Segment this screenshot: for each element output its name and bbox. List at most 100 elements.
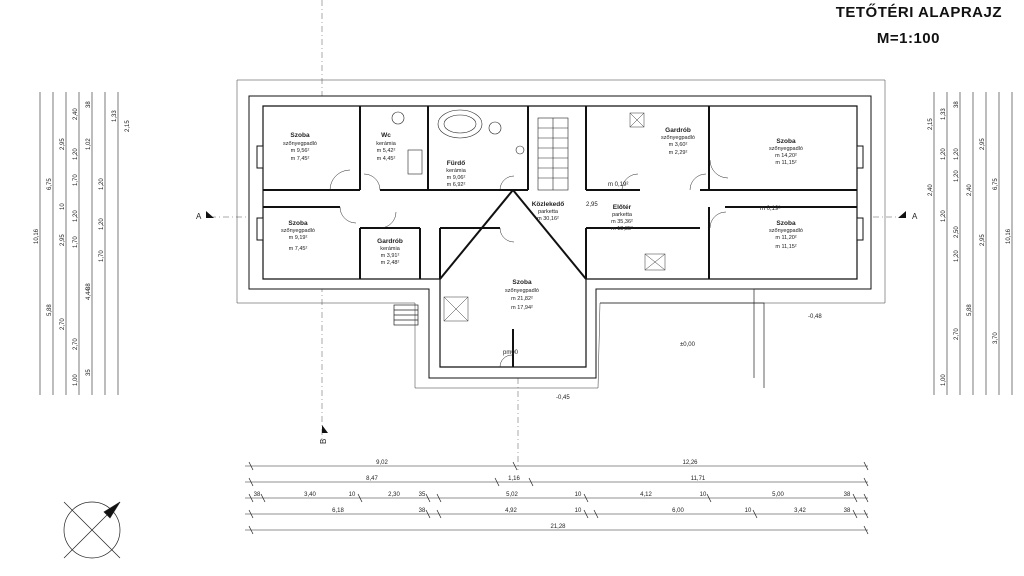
bottom-dim-texts: 9,02 12,26 8,47 1,16 11,71 38 3,40 10 2,… xyxy=(254,460,851,530)
ldim-c1-0: 10,16 xyxy=(34,228,40,244)
level-label-2: ±0,00 xyxy=(680,342,696,348)
room-floor-szoba-2: szőnyegpadló xyxy=(769,146,803,152)
rdim-c4-1: 2,95 xyxy=(980,234,986,246)
ldim-c5-0: 38 xyxy=(86,101,92,108)
room-area2-szoba-2: m 11,15² xyxy=(775,160,796,166)
dim-r3-3: 2,30 xyxy=(388,492,400,498)
skylights xyxy=(443,112,666,322)
room-area2-szoba-3: m 7,45² xyxy=(289,246,308,252)
dim-r3-1: 3,40 xyxy=(304,492,316,498)
room-area2-wc: m 4,45² xyxy=(377,156,396,162)
small-area-1: m 0,19² xyxy=(608,182,628,188)
rdim-c4-2: 3,70 xyxy=(993,332,999,344)
ldim-c3-1: 10 xyxy=(60,203,66,210)
level-label-3: -0,45 xyxy=(556,395,570,401)
dim-r1-0: 9,02 xyxy=(376,460,388,466)
room-area-kozlekedo: m 30,16² xyxy=(537,216,559,222)
ldim-c3-0: 2,95 xyxy=(60,138,66,150)
dim-r3-4: 35 xyxy=(419,492,426,498)
room-area-furdo: m 9,06² xyxy=(447,175,466,181)
room-floor-eloter: parketta xyxy=(612,212,633,218)
pm-label: pm00 xyxy=(503,350,519,356)
ldim-c4-6: 2,70 xyxy=(73,338,79,350)
windows xyxy=(256,145,864,241)
roof-outline xyxy=(236,79,886,389)
interior-walls xyxy=(263,106,857,367)
section-a-right: A xyxy=(912,212,918,221)
door-swings xyxy=(329,159,729,368)
rdim-c5-1: 5,88 xyxy=(967,304,973,316)
bottom-dimensions xyxy=(245,465,868,531)
room-floor-gardrob-2: kerámia xyxy=(380,246,401,252)
room-area2-szoba-1: m 7,45² xyxy=(291,156,310,162)
ldim-c5-3: 1,20 xyxy=(99,218,105,230)
room-name-szoba-3: Szoba xyxy=(288,220,308,227)
rdim-c6-0: 10,16 xyxy=(1006,228,1012,244)
terrace xyxy=(393,288,765,388)
ldim-c4-2: 1,70 xyxy=(73,174,79,186)
dim-r3-2: 10 xyxy=(349,492,356,498)
ldim-c5-6: 35 xyxy=(86,369,92,376)
room-name-eloter: Előtér xyxy=(613,204,632,211)
dim-r2-0: 8,47 xyxy=(366,476,378,482)
room-area2-szoba-5: m 17,94² xyxy=(511,305,533,311)
room-name-wc: Wc xyxy=(381,132,391,139)
room-name-gardrob-2: Gardrób xyxy=(377,238,403,245)
rdim-c5-0: 6,75 xyxy=(993,178,999,190)
drawing-scale: M=1:100 xyxy=(876,30,940,47)
dim-r3-9: 5,00 xyxy=(772,492,784,498)
right-dim-texts: 2,15 1,33 38 1,20 1,20 1,20 2,50 1,00 2,… xyxy=(928,101,1012,386)
room-area2-gardrob-2: m 2,48² xyxy=(381,260,400,266)
rdim-c2-3: 1,20 xyxy=(954,170,960,182)
north-arrow xyxy=(63,501,121,559)
room-area2-szoba-4: m 11,15² xyxy=(775,244,796,250)
section-markers: A A B xyxy=(196,211,918,444)
room-name-szoba-5: Szoba xyxy=(512,279,532,286)
left-dimensions xyxy=(39,92,119,395)
room-area-wc: m 5,42² xyxy=(377,148,396,154)
bath-fixtures xyxy=(391,109,525,175)
dim-r5-0: 21,28 xyxy=(550,524,566,530)
room-area2-furdo: m 6,92² xyxy=(447,182,466,188)
room-floor-szoba-3: szőnyegpadló xyxy=(281,228,315,234)
rdim-c2-0: 38 xyxy=(954,101,960,108)
dim-r4-5: 10 xyxy=(745,508,752,514)
ldim-c4-7: 1,00 xyxy=(73,374,79,386)
ldim-c6-1: 2,15 xyxy=(125,120,131,132)
bottom-dim-ticks xyxy=(248,461,869,535)
dim-r2-2: 11,71 xyxy=(691,476,706,482)
ldim-c5-2: 1,20 xyxy=(99,178,105,190)
rdim-c3-0: 2,40 xyxy=(928,184,934,196)
room-area2-gardrob-1: m 2,29² xyxy=(669,150,688,156)
room-area2-eloter: m 13,85² xyxy=(611,226,633,232)
dim-r3-6: 10 xyxy=(575,492,582,498)
misc-annotations: 2,95 ±0,00 -0,45 -0,48 m 0,19² m 0,19² p… xyxy=(503,182,822,401)
dim-r3-7: 4,12 xyxy=(640,492,652,498)
dim-r4-3: 10 xyxy=(575,508,582,514)
ldim-c4-5: 4,44 xyxy=(86,288,92,300)
section-b: B xyxy=(319,439,328,444)
left-dim-texts: 10,16 6,75 5,88 2,95 10 2,95 2,70 2,40 1… xyxy=(34,101,131,386)
room-name-szoba-1: Szoba xyxy=(290,132,310,139)
room-area-szoba-5: m 21,82² xyxy=(511,296,533,302)
room-area-szoba-3: m 9,19² xyxy=(289,235,308,241)
dim-r3-5: 5,02 xyxy=(506,492,518,498)
dim-r3-10: 38 xyxy=(844,492,851,498)
staircase xyxy=(537,117,569,191)
room-floor-furdo: kerámia xyxy=(446,168,467,174)
room-floor-szoba-4: szőnyegpadló xyxy=(769,228,803,234)
room-floor-kozlekedo: parketta xyxy=(538,209,559,215)
level-label-1: 2,95 xyxy=(586,202,598,208)
ldim-c4-4: 1,70 xyxy=(73,236,79,248)
ldim-c2-1: 5,88 xyxy=(47,304,53,316)
ldim-c2-0: 6,75 xyxy=(47,178,53,190)
room-name-gardrob-1: Gardrób xyxy=(665,127,691,134)
room-name-szoba-4: Szoba xyxy=(776,220,796,227)
rdim-c2-5: 1,00 xyxy=(941,374,947,386)
rdim-c2-4: 2,50 xyxy=(954,226,960,238)
rdim-c1-1: 1,33 xyxy=(941,108,947,120)
room-area-gardrob-2: m 3,91² xyxy=(381,253,400,259)
rdim-c3-2: 2,40 xyxy=(967,184,973,196)
room-floor-wc: kerámia xyxy=(376,141,397,147)
